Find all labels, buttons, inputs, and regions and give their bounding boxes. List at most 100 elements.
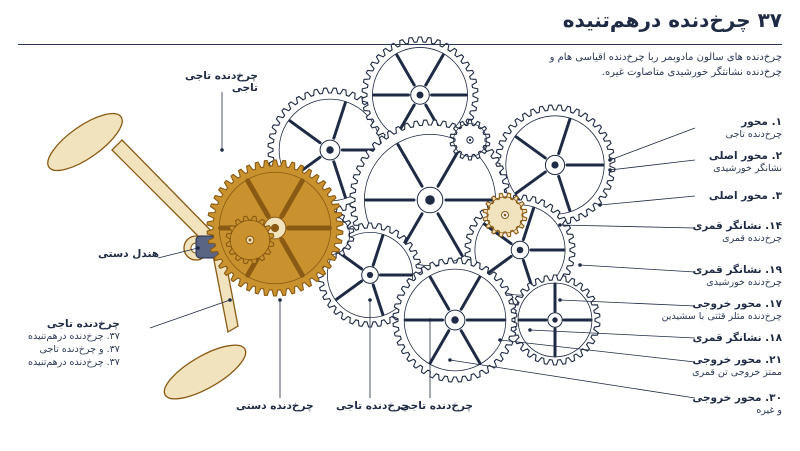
crown-pinion — [225, 215, 275, 265]
label-crown-gear-bottom: چرخ‌دنده تاجی — [336, 400, 409, 412]
gear-spoke — [436, 212, 464, 257]
leader-dot — [608, 168, 612, 172]
right-label-8-sub: ممتز خروجی تن قمری — [692, 367, 782, 378]
leader-lines — [149, 92, 696, 399]
crown-list-item: ۳۷. و چرخ‌دنده تاجی — [39, 344, 120, 355]
right-label-3-title: ۳. محور اصلی — [708, 190, 782, 202]
gear-axle — [416, 91, 424, 99]
right-label-5: ۱۹. نشانگر قمری چرخ‌دنده خورشیدی — [693, 264, 782, 289]
gear-spoke — [521, 206, 536, 242]
gear-axle — [468, 138, 472, 142]
right-label-4-title: ۱۴. نشانگر قمری — [692, 220, 782, 232]
leader-dot — [558, 298, 562, 302]
gear-axle — [326, 146, 334, 154]
right-label-2-title: ۲. محور اصلی — [708, 150, 782, 162]
right-label-1-sub: چرخ‌دنده تاجی — [725, 129, 782, 140]
white-gear-cluster — [267, 36, 616, 383]
right-label-8-title: ۲۱. محور خروجی — [692, 354, 782, 366]
leader-line — [149, 299, 231, 329]
crown-list-item: ۳۷. چرخ‌دنده درهم‌تنیده — [28, 331, 120, 342]
leader-line — [599, 195, 696, 206]
right-label-6: ۱۷. محور خروجی چرخ‌دنده مثلر قثتی با سشی… — [662, 298, 782, 323]
crank-knob-bottom — [163, 344, 247, 400]
right-label-7-title: ۱۸. نشانگر قمری — [692, 332, 782, 344]
leader-line — [579, 264, 696, 273]
crank-knob-top — [47, 112, 123, 172]
label-hand-crank: هندل دستی — [98, 248, 159, 260]
gear-axle — [270, 223, 280, 233]
gear-spoke — [459, 329, 482, 365]
gear-axle — [503, 213, 507, 217]
gear-spoke — [371, 283, 385, 317]
gear-spoke — [395, 53, 416, 87]
label-hand-gear: چرخ‌دنده دستی — [236, 400, 314, 412]
crown-list-item: ۳۷. چرخ‌دنده درهم‌تنیده — [28, 357, 120, 368]
white-gear — [449, 119, 491, 161]
crown-list-title: چرخ‌دنده تاجی — [46, 318, 120, 330]
leader-line — [529, 329, 696, 339]
right-label-4-sub: چرخ‌دنده قمری — [722, 233, 782, 244]
label-crown-gear-top: چرخ‌دنده تاجی تاجی — [185, 70, 258, 94]
intro-text: چرخ‌دنده های سالون مادوبمر ربا چرخ‌دنده … — [549, 52, 782, 78]
gear-axle — [451, 316, 459, 324]
gear-spoke — [371, 233, 385, 267]
right-label-2: ۲. محور اصلی نشانگر خورشیدی — [709, 150, 782, 175]
label-hand-gear-text: چرخ‌دنده دستی — [236, 400, 314, 412]
leader-line — [157, 247, 199, 259]
leader-dot — [368, 298, 372, 302]
gear-axle — [366, 271, 374, 279]
label-hand-crank-text: هندل دستی — [98, 248, 160, 260]
white-gear — [392, 257, 518, 383]
label-crown-gear-bottom-2: چرخ‌دنده تاجی — [400, 400, 473, 412]
gear-spoke — [288, 119, 322, 145]
gear-axle — [425, 195, 435, 205]
gear-spoke — [334, 279, 364, 301]
white-gear — [509, 274, 601, 366]
right-label-1-title: ۱. محور — [741, 116, 782, 128]
leader-dot — [448, 358, 452, 362]
leader-dot — [220, 148, 224, 152]
right-label-1: ۱. محور چرخ‌دنده تاجی — [726, 116, 782, 141]
gear-spoke — [428, 329, 451, 365]
leader-line — [609, 127, 696, 161]
gear-axle — [248, 238, 252, 242]
label-crown-list: چرخ‌دنده تاجی ۳۷. چرخ‌دنده درهم‌تنیده ۳۷… — [28, 318, 120, 369]
leader-dot — [598, 203, 602, 207]
right-label-6-sub: چرخ‌دنده مثلر قثتی با سشیدین — [661, 311, 782, 322]
right-label-9: ۳۰. محور خروجی و غیره — [692, 392, 782, 417]
gear-axle — [516, 246, 524, 254]
leader-line — [559, 224, 696, 229]
leader-line — [609, 159, 696, 171]
label-crown-gear-bottom-text: چرخ‌دنده تاجی — [336, 400, 409, 412]
gear-spoke — [424, 53, 445, 87]
gear-axle — [551, 161, 559, 169]
gear-spoke — [279, 178, 305, 219]
label-crown-gear-top-line1: چرخ‌دنده تاجی — [185, 70, 258, 82]
gear-spoke — [514, 170, 547, 195]
gear-spoke — [428, 275, 451, 311]
gear-spoke — [557, 174, 572, 213]
gear-spoke — [557, 117, 572, 156]
leader-line — [449, 359, 696, 399]
leader-line — [499, 339, 696, 363]
right-label-9-sub: و غیره — [756, 405, 782, 416]
gear-spoke — [482, 254, 513, 278]
gear-rim — [486, 196, 524, 234]
gear-rim — [229, 219, 271, 261]
white-gear — [482, 192, 528, 238]
right-label-6-title: ۱۷. محور خروجی — [692, 298, 782, 310]
leader-dot — [558, 223, 562, 227]
gear-spoke — [245, 178, 271, 219]
right-label-5-title: ۱۹. نشانگر قمری — [692, 264, 782, 276]
crown-gear-gold — [206, 159, 344, 297]
gear-spoke — [332, 101, 347, 140]
leader-dot — [196, 246, 200, 250]
gear-spoke — [514, 135, 547, 160]
leader-dot — [608, 158, 612, 162]
label-crown-gear-top-line2: تاجی — [231, 82, 258, 94]
right-label-8: ۲۱. محور خروجی ممتز خروجی تن قمری — [692, 354, 782, 379]
gear-axle — [552, 317, 558, 323]
leader-dot — [528, 328, 532, 332]
